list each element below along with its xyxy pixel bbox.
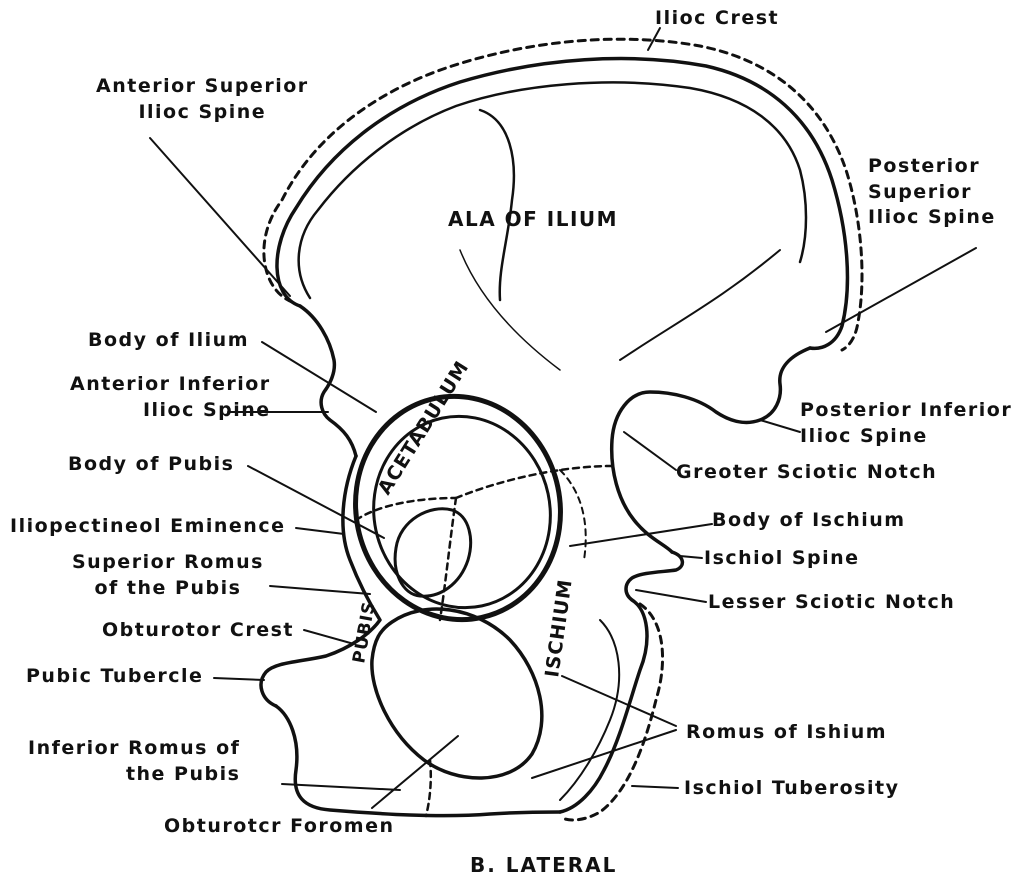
lesser-sciatic-notch-label: Lesser Sciotic Notch [708, 590, 955, 616]
leader-iliopectineal-eminence [296, 528, 344, 534]
posterior-inferior-iliac-spine-label: Posterior Inferior Ilioc Spine [800, 398, 1012, 449]
gluteal-line-anterior [620, 250, 780, 360]
gluteal-line-inferior [460, 250, 560, 370]
acetabulum-rim-inner [356, 400, 568, 624]
leader-greater-sciatic-notch [624, 432, 676, 470]
ala-of-ilium-label: ALA OF ILIUM [448, 206, 618, 233]
body-of-ischium-label: Body of Ischium [712, 508, 906, 534]
triradiate-line-ischiopubic [440, 498, 456, 620]
anterior-inferior-iliac-spine-label: Anterior Inferior Ilioc Spine [70, 372, 271, 423]
ischium-label: ISCHIUM [541, 578, 577, 679]
ilium-wing-outline [277, 59, 847, 349]
acetabulum-label: ACETABULUM [374, 357, 474, 499]
greater-sciatic-notch-label: Greoter Sciotic Notch [676, 460, 937, 486]
obturator-foramen-label: Obturotcr Foromen [164, 814, 395, 840]
ilium-wing-inner-line [299, 82, 806, 298]
leader-body-ilium [262, 342, 376, 412]
triradiate-line-ilioischial [456, 466, 612, 498]
ischium-posterior-outline [560, 600, 647, 812]
anterior-superior-iliac-spine-label: Anterior Superior Ilioc Spine [96, 74, 309, 125]
obturator-foramen-dashed [426, 760, 431, 816]
leader-superior-ramus [270, 586, 370, 594]
body-of-pubis-label: Body of Pubis [68, 452, 234, 478]
body-of-ilium-label: Body of Ilium [88, 328, 249, 354]
leader-posterior-inferior-spine [760, 420, 800, 432]
ischial-tuberosity-label: Ischiol Tuberosity [684, 776, 899, 802]
inferior-ramus-of-pubis-label: Inferior Romus of the Pubis [28, 736, 240, 787]
gluteal-line-posterior [480, 110, 514, 300]
ischial-spine-label: Ischiol Spine [704, 546, 860, 572]
leader-anterior-superior-spine [150, 138, 290, 296]
leader-ischial-tuberosity [632, 786, 678, 788]
obturator-foramen-outline [372, 609, 542, 778]
pubic-tubercle-label: Pubic Tubercle [26, 664, 203, 690]
diagram-caption: B. LATERAL [470, 852, 617, 879]
pubis-label: PUBIS [349, 600, 380, 665]
superior-ramus-pubis-outline [261, 456, 380, 706]
leader-lesser-sciatic-notch [636, 590, 706, 602]
obturator-crest-label: Obturotor Crest [102, 618, 294, 644]
posterior-superior-iliac-spine-label: Posterior Superior Ilioc Spine [868, 154, 996, 231]
ischium-inner-line [560, 620, 619, 800]
pubic-tubercle-outline [276, 706, 560, 816]
leader-obturator-crest [304, 630, 354, 644]
leader-pubic-tubercle [214, 678, 264, 680]
anterior-border-ilium [300, 306, 356, 456]
iliac-crest-label: Ilioc Crest [655, 6, 779, 32]
leader-ischial-spine [680, 556, 702, 558]
leader-inferior-ramus [282, 784, 400, 790]
iliopectineal-eminence-label: Iliopectineol Eminence [10, 514, 285, 540]
superior-ramus-of-pubis-label: Superior Romus of the Pubis [72, 550, 264, 601]
ramus-of-ischium-label: Romus of Ishium [686, 720, 887, 746]
